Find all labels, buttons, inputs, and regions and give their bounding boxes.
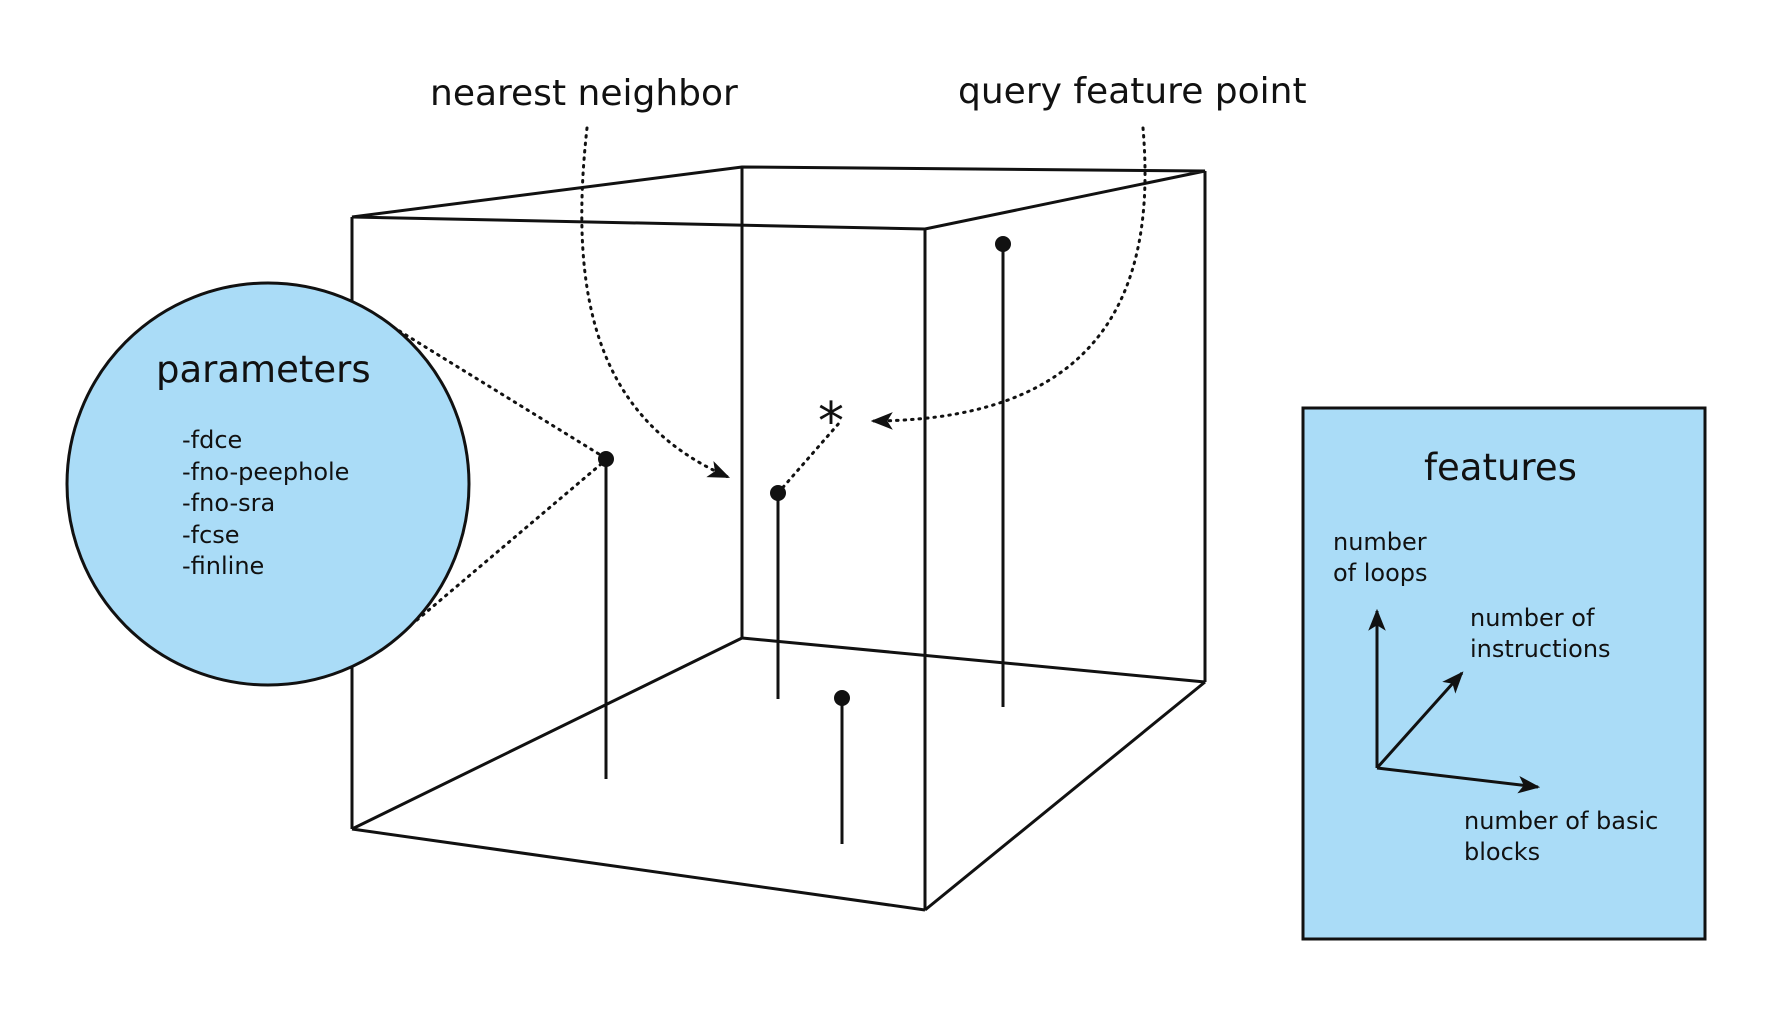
instructions-axis-arrow [1375, 671, 1464, 770]
cube-top-face [351, 165, 1206, 231]
loops-axis-label: number of loops [1333, 528, 1428, 587]
instructions-axis-label: number of instructions [1470, 604, 1611, 663]
nearest-neighbor-label: nearest neighbor [430, 73, 738, 114]
query-feature-point-label: query feature point [958, 71, 1307, 112]
neighbor-to-query-link [776, 420, 842, 495]
parameters-title: parameters [156, 348, 371, 391]
basic-blocks-axis-label: number of basic blocks [1464, 807, 1659, 866]
data-point [834, 690, 850, 706]
compiler-flag: -fno-peephole [182, 457, 350, 486]
parameters-circle [65, 281, 471, 687]
data-point [995, 236, 1011, 252]
features-title: features [1424, 446, 1577, 489]
cube-right-bottom-edge [924, 680, 1206, 912]
cube-front-bottom-edge [351, 827, 926, 912]
compiler-flag-list: -fdce -fno-peephole -fno-sra -fcse -finl… [182, 425, 349, 583]
features-box [1301, 406, 1707, 941]
compiler-flag: -fcse [182, 520, 240, 549]
cube-back-bottom-edge [741, 636, 1206, 684]
compiler-flag: -fdce [182, 426, 243, 454]
compiler-flag: -finline [182, 552, 265, 580]
query-point-marker: * [818, 392, 844, 452]
data-point [598, 451, 614, 467]
nearest-neighbor-callout-arrow [580, 126, 731, 479]
nearest-neighbor-point [770, 485, 786, 501]
compiler-flag: -fno-sra [182, 489, 276, 517]
cube-back-left-bottom-edge [351, 636, 743, 831]
basic-blocks-axis-arrow [1376, 766, 1541, 794]
query-point-callout-arrow [870, 126, 1147, 430]
parameters-zoom-line-top [391, 325, 609, 461]
